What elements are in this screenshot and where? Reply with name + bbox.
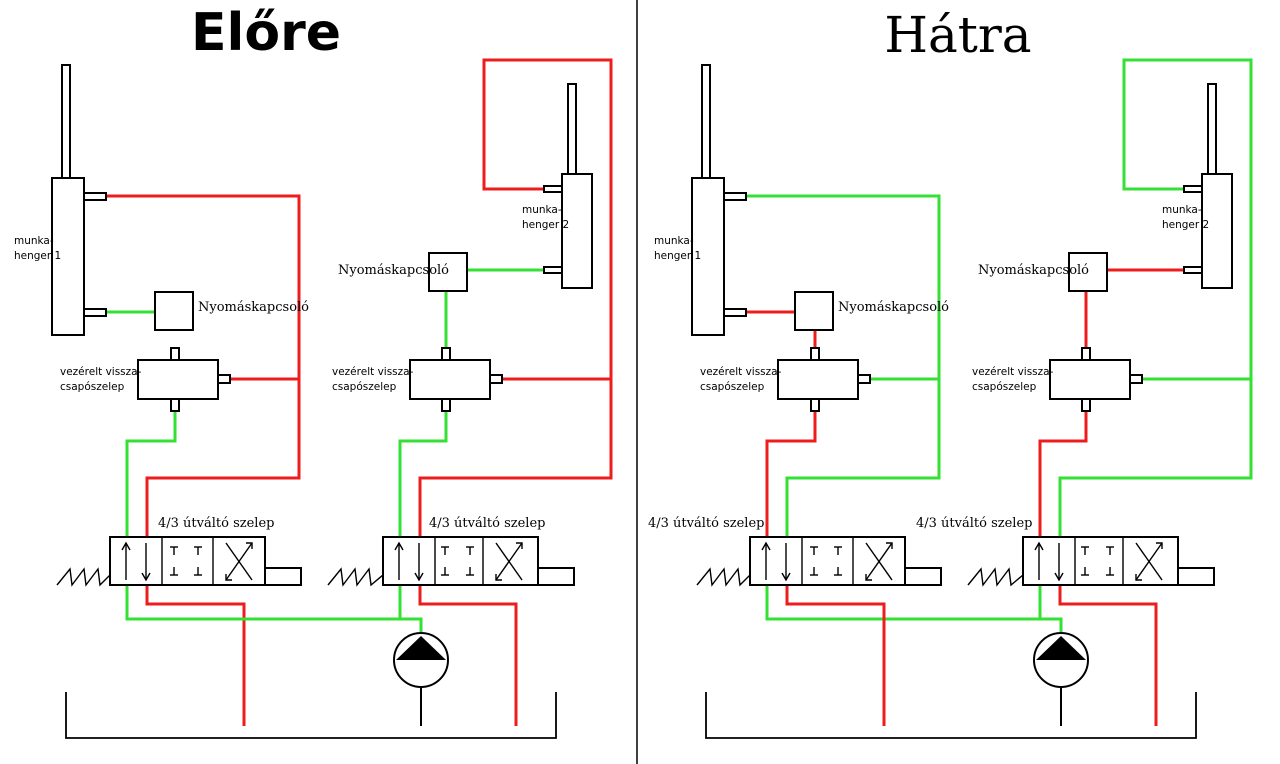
cylinder2-label-2: henger 2 bbox=[522, 219, 569, 231]
panel-hatra: munka- henger 1 munka- henger 2 Nyomáska… bbox=[648, 58, 1253, 739]
green-line bbox=[785, 379, 941, 537]
check-valve-label: vezérelt vissza- bbox=[60, 366, 142, 378]
pressure-switch-label: Nyomáskapcsoló bbox=[338, 263, 449, 278]
cylinder2-label: munka- bbox=[522, 204, 562, 216]
cylinder2-label-2: henger 2 bbox=[1162, 219, 1209, 231]
red-line bbox=[145, 585, 246, 726]
check-valve-label: vezérelt vissza- bbox=[972, 366, 1054, 378]
green-line bbox=[1058, 379, 1253, 537]
directional-valve-label: 4/3 útváltó szelep bbox=[429, 516, 545, 531]
green-line bbox=[746, 194, 941, 381]
check-valve-label: vezérelt vissza- bbox=[332, 366, 414, 378]
check-valve-label-2: csapószelep bbox=[700, 381, 765, 393]
green-line bbox=[125, 585, 423, 636]
red-line bbox=[418, 585, 518, 726]
cylinder1-label-2: henger 1 bbox=[654, 250, 701, 262]
check-valve-label-2: csapószelep bbox=[332, 381, 397, 393]
pressure-switch-label: Nyomáskapcsoló bbox=[198, 300, 309, 315]
directional-valve-label: 4/3 útváltó szelep bbox=[158, 516, 274, 531]
green-line bbox=[765, 585, 1063, 636]
cylinder1-label: munka- bbox=[14, 235, 54, 247]
red-line bbox=[765, 411, 817, 537]
green-line bbox=[398, 411, 448, 537]
red-line bbox=[106, 194, 301, 381]
cylinder1-label-2: henger 1 bbox=[14, 250, 61, 262]
check-valve-label-2: csapószelep bbox=[972, 381, 1037, 393]
title-hatra: Hátra bbox=[884, 6, 1031, 64]
red-line bbox=[418, 379, 613, 537]
panel-elore: munka- henger 1 munka- henger 2 Nyomáska… bbox=[14, 58, 613, 739]
red-line bbox=[1038, 411, 1088, 537]
check-valve-label: vezérelt vissza- bbox=[700, 366, 782, 378]
cylinder2-label: munka- bbox=[1162, 204, 1202, 216]
check-valve-label-2: csapószelep bbox=[60, 381, 125, 393]
title-elore: Előre bbox=[191, 3, 341, 63]
pressure-switch-label: Nyomáskapcsoló bbox=[838, 300, 949, 315]
red-line bbox=[785, 585, 886, 726]
pressure-switch-label: Nyomáskapcsoló bbox=[978, 263, 1089, 278]
red-line bbox=[1058, 585, 1158, 726]
directional-valve-label: 4/3 útváltó szelep bbox=[916, 516, 1032, 531]
green-line bbox=[125, 411, 177, 537]
cylinder1-label: munka- bbox=[654, 235, 694, 247]
red-line bbox=[145, 379, 301, 537]
red-line bbox=[482, 58, 613, 381]
green-line bbox=[1122, 58, 1253, 381]
directional-valve-label: 4/3 útváltó szelep bbox=[648, 516, 764, 531]
